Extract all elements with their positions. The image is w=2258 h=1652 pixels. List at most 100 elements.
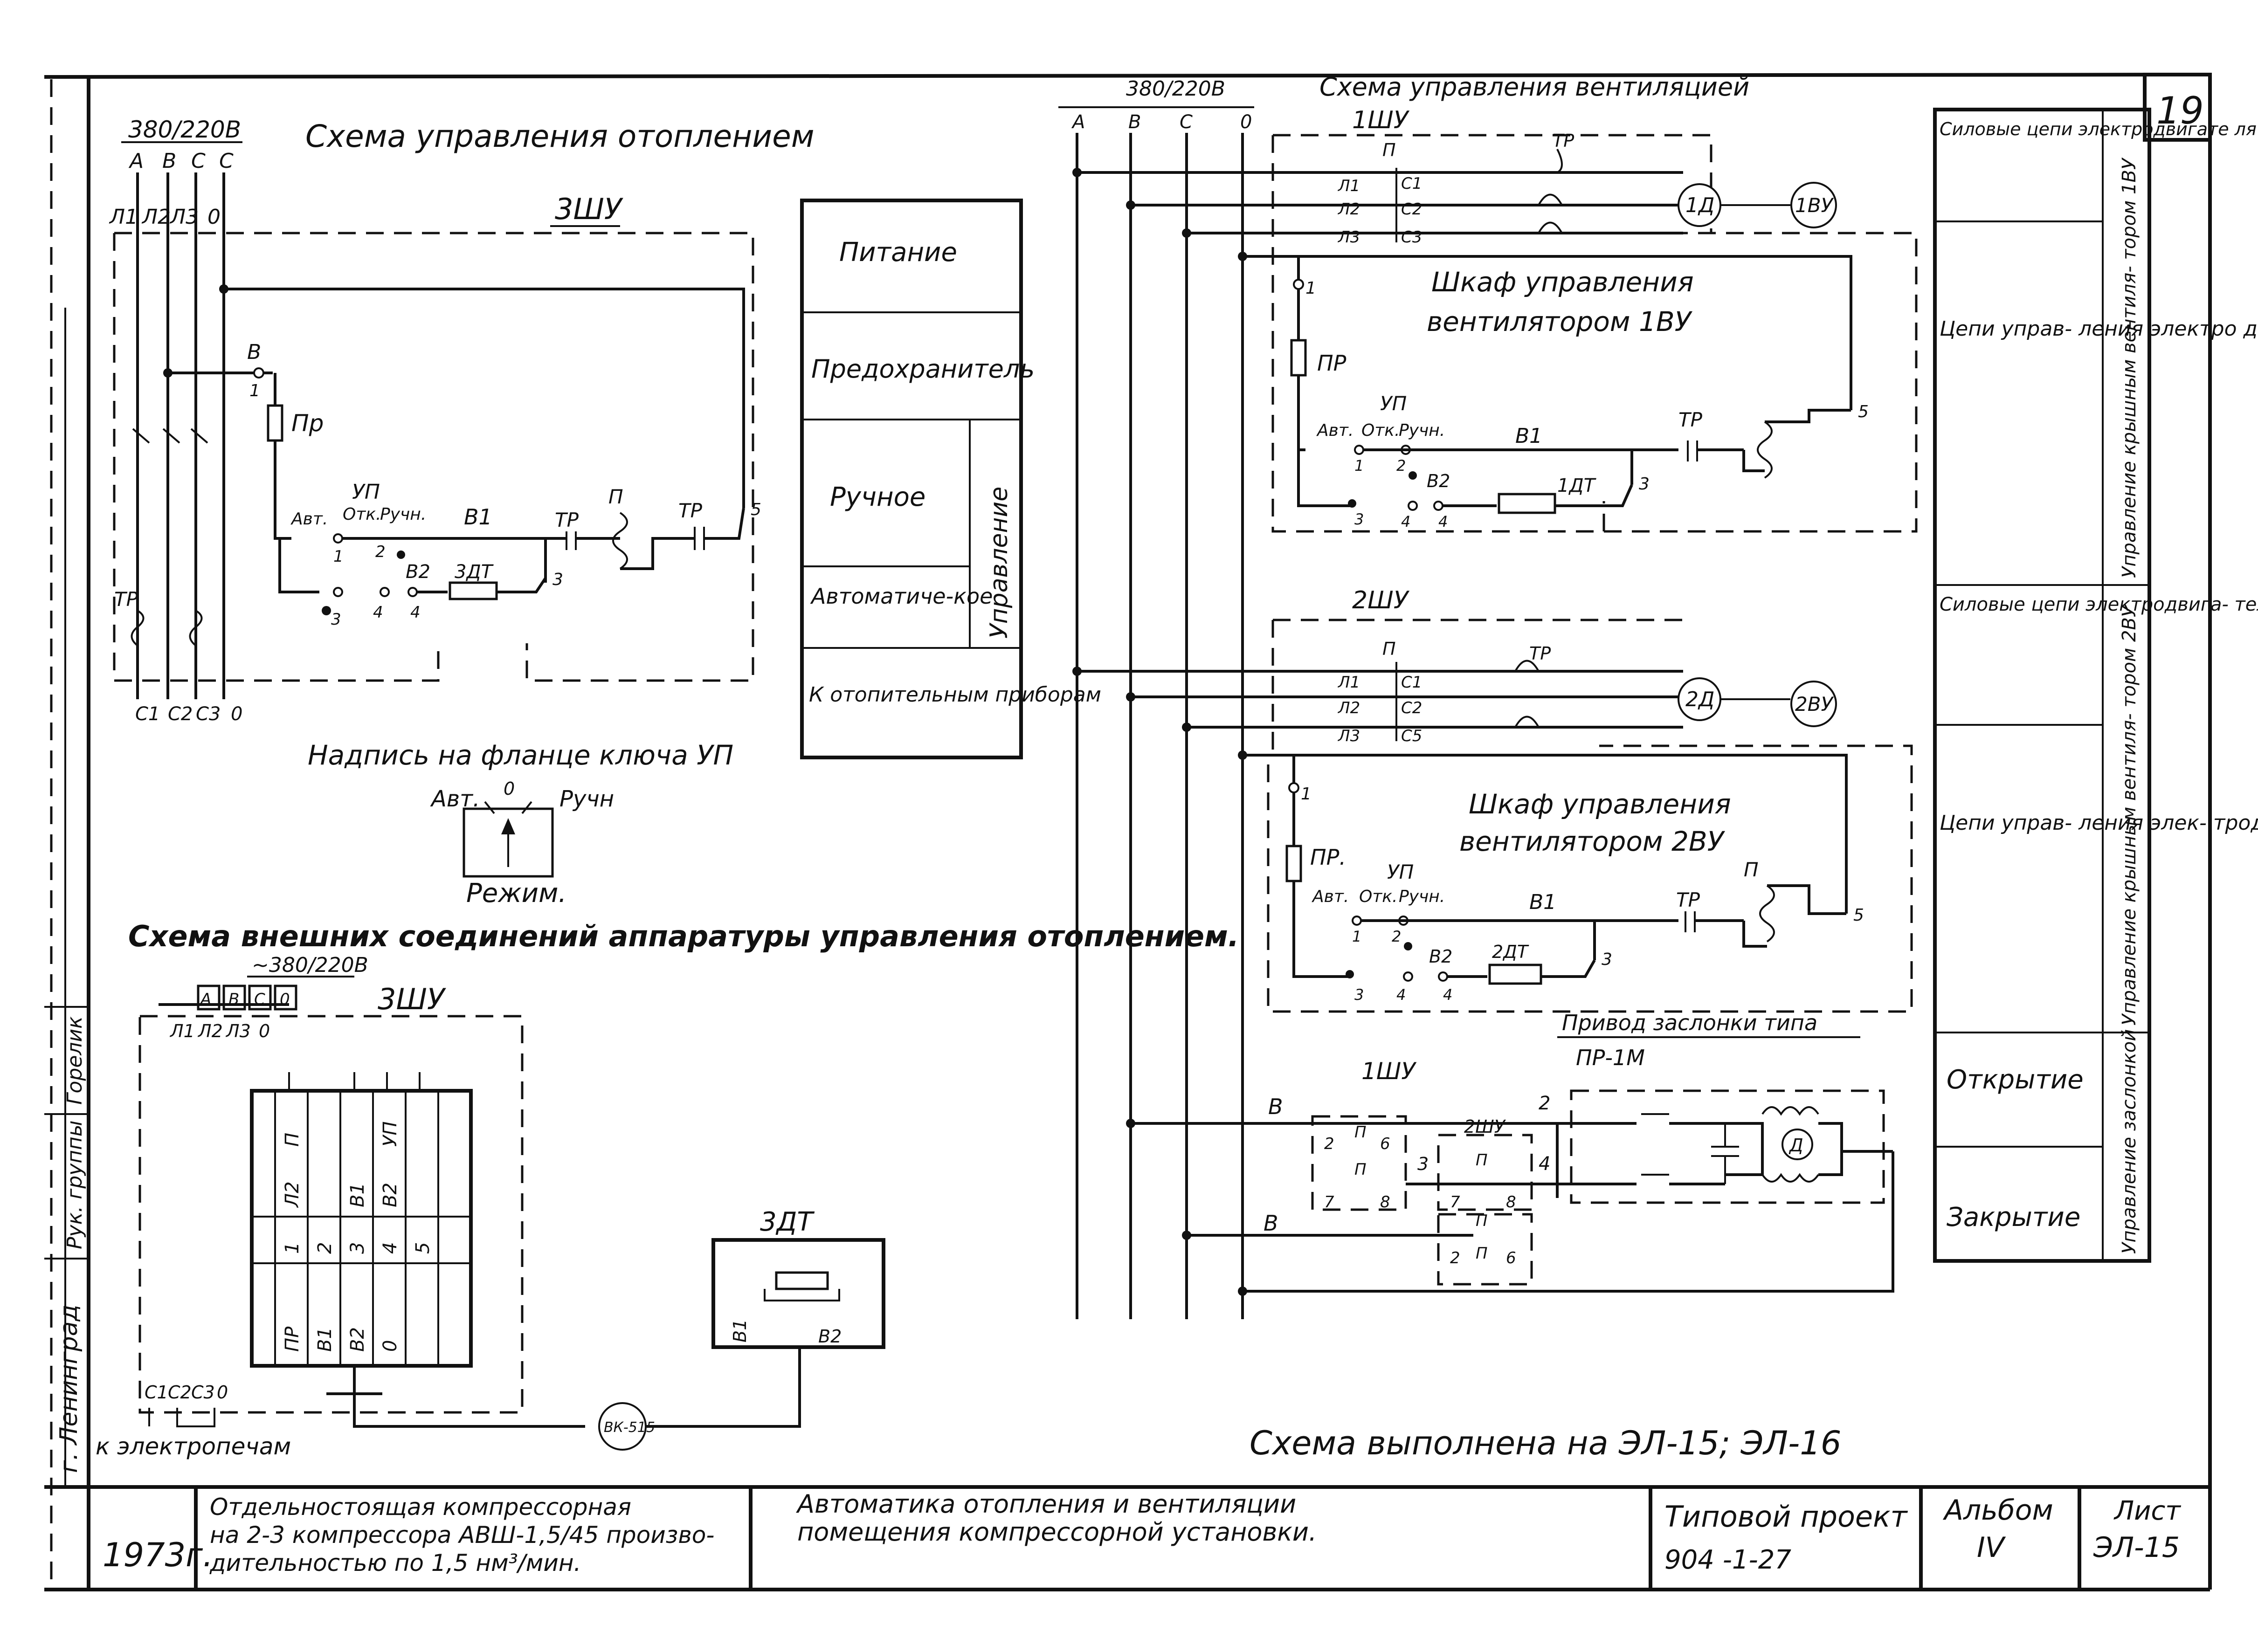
tb-object-3: дительностью по 1,5 нм³/мин.: [209, 1549, 581, 1576]
heating-phase-c: C: [191, 149, 206, 173]
tb-album-label: Альбом: [1942, 1494, 2053, 1527]
heating-title: Схема управления отоплением: [305, 118, 815, 154]
vent-c3-1: С3: [1401, 228, 1422, 247]
vent-cab2-code: 2ШУ: [1352, 586, 1410, 614]
heating-tr-left: ТР: [114, 588, 138, 611]
panel-open: Открытие: [1947, 1065, 2084, 1095]
heating-ruchn: Ручн.: [380, 505, 426, 524]
ventilation-control-diagram: Схема управления вентиляцией 380/220В A …: [1058, 72, 1918, 1462]
heating-sw-t4b: 4: [410, 603, 421, 622]
vent-b2-2: В2: [1429, 946, 1452, 967]
vent-relay2: 2ДТ: [1492, 942, 1529, 962]
panel-group-1ba: Управление крышным вентиля- тором 1ВУ: [2119, 157, 2140, 578]
sheet-number-box: 19: [2143, 73, 2212, 142]
external-phase-c: С: [254, 990, 265, 1009]
vent-fan1: 1ВУ: [1795, 194, 1834, 217]
vent-sw1-4b: 4: [1438, 513, 1448, 530]
strip-bot-3: В2: [347, 1327, 368, 1352]
vent-p-2: П: [1382, 639, 1396, 659]
vent-cab1-name2: вентилятором 1ВУ: [1427, 306, 1693, 337]
vent-sw2-4: 4: [1396, 986, 1406, 1004]
strip-mid-1: 1: [282, 1242, 303, 1254]
heating-relay: 3ДТ: [455, 561, 494, 583]
vent-d-p5: П: [1476, 1244, 1488, 1263]
vent-cab2-name2: вентилятором 2ВУ: [1459, 826, 1726, 857]
vent-l3-2: Л3: [1337, 727, 1360, 745]
vent-c1-1: С1: [1401, 174, 1422, 193]
vent-cab2-name1: Шкаф управления: [1469, 788, 1731, 820]
external-feeder-l3: Л3: [225, 1021, 251, 1041]
strip-top-2: Л2: [282, 1181, 303, 1208]
heating-out-0: 0: [231, 703, 242, 725]
external-out-c2: С2: [168, 1382, 192, 1403]
heating-avt: Авт.: [290, 509, 328, 529]
external-phase-0: 0: [280, 990, 290, 1009]
vent-d-p4: П: [1476, 1211, 1488, 1230]
vent-otk-2: Отк.: [1359, 887, 1398, 906]
strip-mid-2: 2: [314, 1242, 336, 1254]
heating-out-c3: С3: [196, 703, 221, 725]
external-cabinet-code: 3ШУ: [378, 982, 447, 1016]
vent-avt-2: Авт.: [1312, 887, 1349, 906]
vent-d-3: 3: [1417, 1154, 1429, 1174]
vent-tr-1b: ТР: [1678, 408, 1703, 431]
vent-p-2b: П: [1744, 858, 1759, 881]
heating-tr-1: ТР: [555, 509, 579, 531]
vent-d-p1: П: [1354, 1123, 1367, 1142]
vent-fuse-2: ПР.: [1310, 845, 1346, 870]
strip-bot-1: ПР: [282, 1326, 303, 1352]
vent-t1-1: 1: [1305, 279, 1316, 298]
external-feeder-l1: Л1: [169, 1021, 195, 1041]
tb-year: 1973г.: [103, 1536, 213, 1574]
vent-p-1: П: [1382, 140, 1396, 160]
heating-b1: В1: [464, 504, 492, 530]
footer-note: Схема выполнена на ЭЛ-15; ЭЛ-16: [1250, 1424, 1841, 1462]
vent-phase-c: C: [1180, 111, 1193, 133]
tb-project-number: 904 -1-27: [1664, 1545, 1791, 1575]
legend-manual: Ручное: [830, 482, 925, 512]
vent-l1-2: Л1: [1337, 673, 1360, 692]
heating-b2: В2: [406, 561, 430, 583]
external-phase-b: В: [228, 990, 239, 1009]
heating-out-c2: С2: [168, 703, 193, 725]
external-voltage: ~380/220В: [252, 953, 368, 977]
vent-sw1-1: 1: [1354, 457, 1364, 475]
key-right: Ручн: [559, 786, 614, 812]
tb-sheet-code: ЭЛ-15: [2093, 1531, 2180, 1564]
vent-t3-1: 3: [1639, 475, 1650, 494]
vent-phase-b: B: [1128, 111, 1141, 133]
key-zero: 0: [504, 778, 515, 799]
vent-c2-2: С2: [1401, 699, 1422, 717]
vent-d-p3: П: [1476, 1151, 1488, 1170]
vent-c5-2: С5: [1401, 727, 1422, 745]
tb-object-2: на 2-3 компрессора АВШ-1,5/45 произво-: [210, 1521, 714, 1549]
ventilation-legend-panel: Силовые цепи электродвигате ля вентилято…: [1933, 108, 2258, 1263]
vent-voltage: 380/220В: [1126, 77, 1225, 101]
panel-group-2ba: Управление крышным вентиля- тором 2ВУ: [2119, 605, 2140, 1026]
external-feeder-0: 0: [259, 1021, 270, 1041]
left-margin-labels: г. Ленинград Рук. группы Горелик: [55, 1016, 87, 1473]
vent-tr-2: ТР: [1529, 643, 1551, 664]
vent-phase-a: A: [1071, 111, 1085, 133]
vent-sw1-3: 3: [1354, 510, 1364, 528]
vent-b-top: В: [1268, 1094, 1283, 1119]
vent-sw2-2: 2: [1392, 928, 1401, 945]
vent-motor1: 1Д: [1685, 193, 1714, 217]
external-out-c3: С3: [191, 1382, 215, 1403]
vent-sw1-2: 2: [1396, 457, 1406, 475]
vent-shu1: 1ШУ: [1361, 1058, 1417, 1085]
heating-sw-t4: 4: [373, 603, 383, 622]
heating-t1: 1: [249, 381, 260, 400]
vent-d-7a: 7: [1324, 1193, 1334, 1211]
key-title: Надпись на фланце ключа УП: [308, 739, 733, 771]
strip-mid-5: 5: [412, 1242, 434, 1254]
tb-object-1: Отдельностоящая компрессорная: [210, 1494, 631, 1521]
vent-cab1-code: 1ШУ: [1352, 106, 1410, 134]
vent-title: Схема управления вентиляцией: [1319, 72, 1749, 102]
external-relay-b1: В1: [730, 1319, 750, 1342]
heating-p: П: [608, 485, 623, 508]
heating-feeder-l1: Л1: [109, 205, 138, 229]
